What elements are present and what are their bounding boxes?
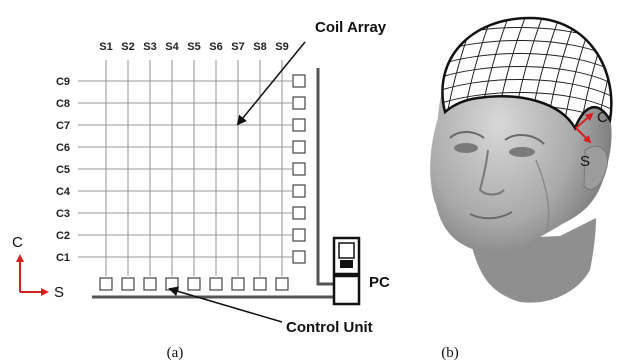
row-label-c9: C9 xyxy=(56,76,70,88)
column-label-s4: S4 xyxy=(165,41,179,53)
cap-grid-parallel xyxy=(442,92,612,112)
row-label-c5: C5 xyxy=(56,164,70,176)
coil-array-arrow xyxy=(236,41,306,126)
row-label-c8: C8 xyxy=(56,98,70,110)
column-switch-box xyxy=(121,277,135,291)
column-switch-box xyxy=(209,277,223,291)
cap-grid-parallel xyxy=(442,66,612,86)
panel-b: C S (b) xyxy=(430,16,613,361)
pc-label: PC xyxy=(369,274,390,291)
cap-grid-meridian xyxy=(580,18,612,126)
head-axis-s-label: S xyxy=(580,153,590,170)
column-label-s9: S9 xyxy=(275,41,288,53)
caption-b: (b) xyxy=(441,345,459,361)
control-unit-label: Control Unit xyxy=(286,319,373,336)
row-label-c2: C2 xyxy=(56,230,70,242)
row-switch-box xyxy=(292,140,306,154)
column-label-s6: S6 xyxy=(209,41,222,53)
row-switch-box xyxy=(292,162,306,176)
column-label-s3: S3 xyxy=(143,41,156,53)
column-label-s2: S2 xyxy=(121,41,134,53)
row-label-c3: C3 xyxy=(56,208,70,220)
column-switch-box xyxy=(253,277,267,291)
column-switch-boxes xyxy=(99,277,289,291)
column-labels: S1 S2 S3 S4 S5 S6 S7 S8 S9 xyxy=(99,41,288,53)
caption-a: (a) xyxy=(167,345,184,361)
control-unit-arrow xyxy=(168,286,283,323)
column-switch-box xyxy=(165,277,179,291)
column-switch-box xyxy=(275,277,289,291)
axis-c-label: C xyxy=(12,234,23,251)
column-label-s5: S5 xyxy=(187,41,200,53)
column-switch-box xyxy=(99,277,113,291)
coil-array-label: Coil Array xyxy=(315,19,387,36)
row-switch-box xyxy=(292,96,306,110)
column-switch-box xyxy=(187,277,201,291)
row-label-c7: C7 xyxy=(56,120,70,132)
row-switch-boxes xyxy=(292,74,306,264)
panel-a: S1 S2 S3 S4 S5 S6 S7 S8 S9 C9 C8 C7 C6 C… xyxy=(12,19,390,361)
column-switch-box xyxy=(231,277,245,291)
row-switch-box xyxy=(292,184,306,198)
cap-grid-parallel xyxy=(442,79,612,99)
column-label-s8: S8 xyxy=(253,41,266,53)
axis-s-label: S xyxy=(54,284,64,301)
row-switch-box xyxy=(292,206,306,220)
row-label-c1: C1 xyxy=(56,252,70,264)
row-switch-box xyxy=(292,228,306,242)
pc-icon xyxy=(332,236,361,306)
head-axis-c-arrow xyxy=(575,112,594,129)
row-labels: C9 C8 C7 C6 C5 C4 C3 C2 C1 xyxy=(56,76,71,264)
column-label-s7: S7 xyxy=(231,41,244,53)
head-axis-s-arrow xyxy=(575,127,592,144)
row-switch-box xyxy=(292,250,306,264)
row-switch-box xyxy=(292,74,306,88)
cap-grid-meridian xyxy=(563,18,599,126)
column-switch-box xyxy=(143,277,157,291)
row-label-c4: C4 xyxy=(56,186,71,198)
coil-cap xyxy=(441,16,613,131)
row-label-c6: C6 xyxy=(56,142,70,154)
row-switch-box xyxy=(292,118,306,132)
coil-grid xyxy=(78,60,292,276)
row-bus-line xyxy=(316,68,335,286)
column-label-s1: S1 xyxy=(99,41,112,53)
head-axis-c-label: C xyxy=(597,109,608,126)
